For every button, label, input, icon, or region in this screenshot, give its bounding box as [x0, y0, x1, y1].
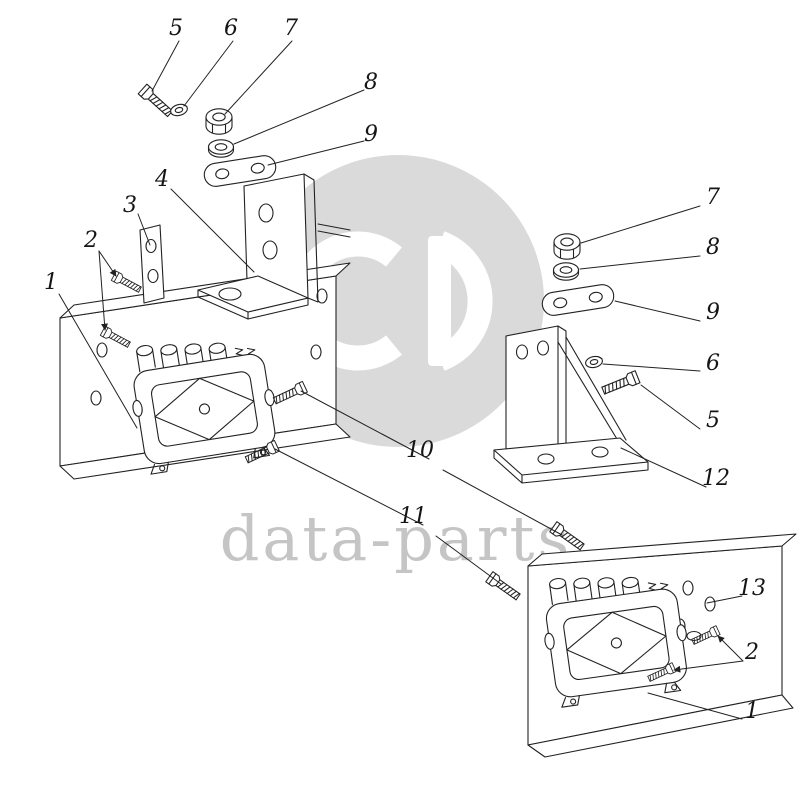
leader-2-left-a	[98, 250, 117, 277]
bracket-part-12	[493, 325, 649, 484]
bolt-part-2-left-a	[110, 270, 143, 295]
bolt-part-5-right	[600, 370, 641, 398]
leader-lines	[58, 40, 744, 720]
callout-1-right: 1	[745, 699, 759, 724]
watermark-text: data-parts	[219, 502, 573, 575]
callout-9-right: 9	[706, 300, 720, 325]
leader-10-to-left	[300, 390, 430, 460]
leader-2-right-b	[673, 660, 744, 673]
callout-11: 11	[399, 504, 427, 529]
strap-part-9-right	[540, 282, 616, 318]
bolt-part-10-right	[549, 521, 587, 553]
leader-11-to-left	[274, 448, 424, 526]
left-assembly	[59, 83, 351, 480]
washer-part-8-left	[207, 139, 235, 158]
leader-2-right-a	[717, 635, 744, 662]
callout-5-left: 5	[169, 16, 183, 41]
spring-washer-part-6-left	[168, 102, 190, 118]
leader-6-left	[183, 40, 234, 107]
leader-7-left	[224, 40, 293, 115]
washer-part-8-right	[552, 262, 580, 281]
leader-1-right	[647, 692, 743, 720]
callout-13: 13	[738, 576, 766, 601]
callout-7-right: 7	[706, 185, 720, 210]
callout-1-left: 1	[44, 270, 58, 295]
callout-4: 4	[155, 167, 169, 192]
callout-6-right: 6	[706, 351, 720, 376]
leader-1-left	[58, 293, 138, 429]
callout-2-right: 2	[745, 640, 759, 665]
leader-7-right	[580, 205, 701, 244]
nut-part-7-right	[553, 233, 581, 260]
callout-3: 3	[123, 193, 137, 218]
callout-8-left: 8	[364, 70, 378, 95]
nut-part-7-left	[205, 108, 233, 135]
callout-9-left: 9	[364, 122, 378, 147]
leader-4	[170, 188, 255, 273]
leader-6-right	[602, 363, 701, 372]
bolt-part-5-left	[137, 83, 175, 120]
right-assembly	[485, 233, 797, 758]
bracket-part-4	[197, 173, 351, 320]
leader-11-to-right	[435, 535, 502, 585]
callout-5-right: 5	[706, 408, 720, 433]
leader-10-to-right	[442, 469, 563, 536]
leader-3	[137, 213, 151, 246]
leader-5-right	[640, 384, 701, 430]
leader-9-right	[614, 300, 701, 322]
callout-10: 10	[406, 438, 434, 463]
callout-6-left: 6	[224, 16, 238, 41]
leader-8-left	[233, 89, 365, 145]
callout-2-left: 2	[84, 228, 98, 253]
leader-5-left	[151, 40, 180, 92]
leader-2-left-b	[98, 250, 109, 331]
leader-9-left	[267, 140, 365, 166]
spring-washer-part-6-right	[584, 354, 604, 370]
leader-13	[706, 595, 743, 604]
callout-8-right: 8	[706, 235, 720, 260]
callout-12: 12	[702, 466, 730, 491]
leader-12	[620, 447, 707, 488]
leader-8-right	[579, 255, 701, 270]
plate-part-3	[139, 224, 165, 304]
callout-7-left: 7	[284, 16, 298, 41]
